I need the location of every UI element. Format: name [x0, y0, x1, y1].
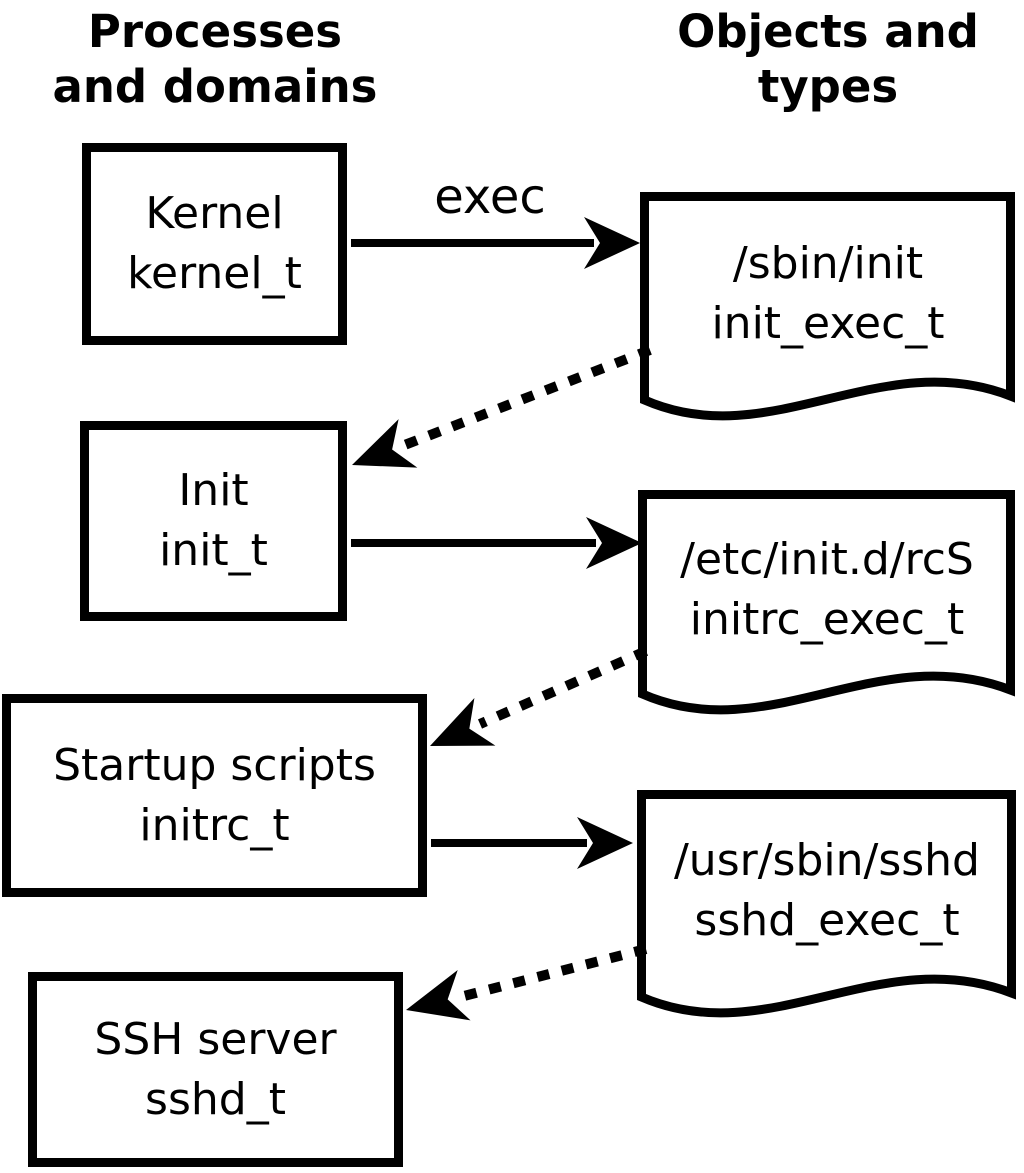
- document-shape-sbin-init: [640, 192, 1015, 421]
- process-node-init: Init init_t: [80, 421, 347, 621]
- document-shape-usr-sbin-sshd: [637, 790, 1016, 1018]
- transition-arrow-usr-sbin-sshd-to-ssh-server: [406, 944, 648, 1021]
- exec-arrow-init-to-etc-initd-rcs: [351, 517, 642, 569]
- arrowhead-down-left-icon: [352, 419, 418, 468]
- column-header-objects-line2: types: [757, 60, 899, 113]
- process-domain-type: kernel_t: [127, 248, 302, 299]
- process-label: Kernel: [145, 188, 284, 239]
- arrowhead-down-left-icon: [430, 697, 496, 746]
- arrowhead-down-left-icon: [406, 969, 471, 1021]
- process-domain-type: sshd_t: [145, 1073, 286, 1125]
- object-path: /sbin/init: [732, 238, 924, 289]
- process-label: Init: [178, 465, 249, 516]
- exec-arrow-kernel-to-sbin-init: [351, 217, 640, 269]
- column-header-processes: Processes and domains: [0, 4, 430, 114]
- process-node-kernel: Kernel kernel_t: [82, 143, 347, 345]
- arrowhead-right-icon: [577, 817, 633, 869]
- exec-arrow-startup-to-usr-sbin-sshd: [431, 817, 633, 869]
- arrowhead-right-icon: [586, 517, 642, 569]
- process-node-startup-scripts: Startup scripts initrc_t: [2, 694, 427, 897]
- object-node-sbin-init: /sbin/init init_exec_t: [645, 196, 1011, 392]
- column-header-processes-line1: Processes: [87, 5, 343, 58]
- exec-edge-label: exec: [434, 169, 546, 225]
- process-label: SSH server: [94, 1013, 337, 1065]
- object-path: /usr/sbin/sshd: [673, 835, 980, 886]
- object-path: /etc/init.d/rcS: [680, 534, 974, 585]
- process-label: Startup scripts: [53, 739, 376, 791]
- object-node-etc-initd-rcs: /etc/init.d/rcS initrc_exec_t: [643, 494, 1011, 686]
- process-node-ssh-server: SSH server sshd_t: [28, 972, 403, 1167]
- object-type: sshd_exec_t: [694, 895, 960, 946]
- object-type: initrc_exec_t: [689, 594, 965, 645]
- document-shape-etc-initd-rcs: [638, 490, 1015, 715]
- column-header-processes-line2: and domains: [52, 60, 378, 113]
- process-domain-type: initrc_t: [139, 799, 290, 851]
- transition-arrow-sbin-init-to-init: [352, 345, 652, 468]
- object-type: init_exec_t: [711, 298, 945, 349]
- object-node-usr-sbin-sshd: /usr/sbin/sshd sshd_exec_t: [642, 794, 1012, 988]
- column-header-objects-line1: Objects and: [677, 5, 979, 58]
- column-header-objects: Objects and types: [618, 4, 1024, 114]
- arrowhead-right-icon: [584, 217, 640, 269]
- transition-arrow-etc-initd-rcs-to-startup: [430, 646, 649, 746]
- process-domain-type: init_t: [159, 525, 268, 576]
